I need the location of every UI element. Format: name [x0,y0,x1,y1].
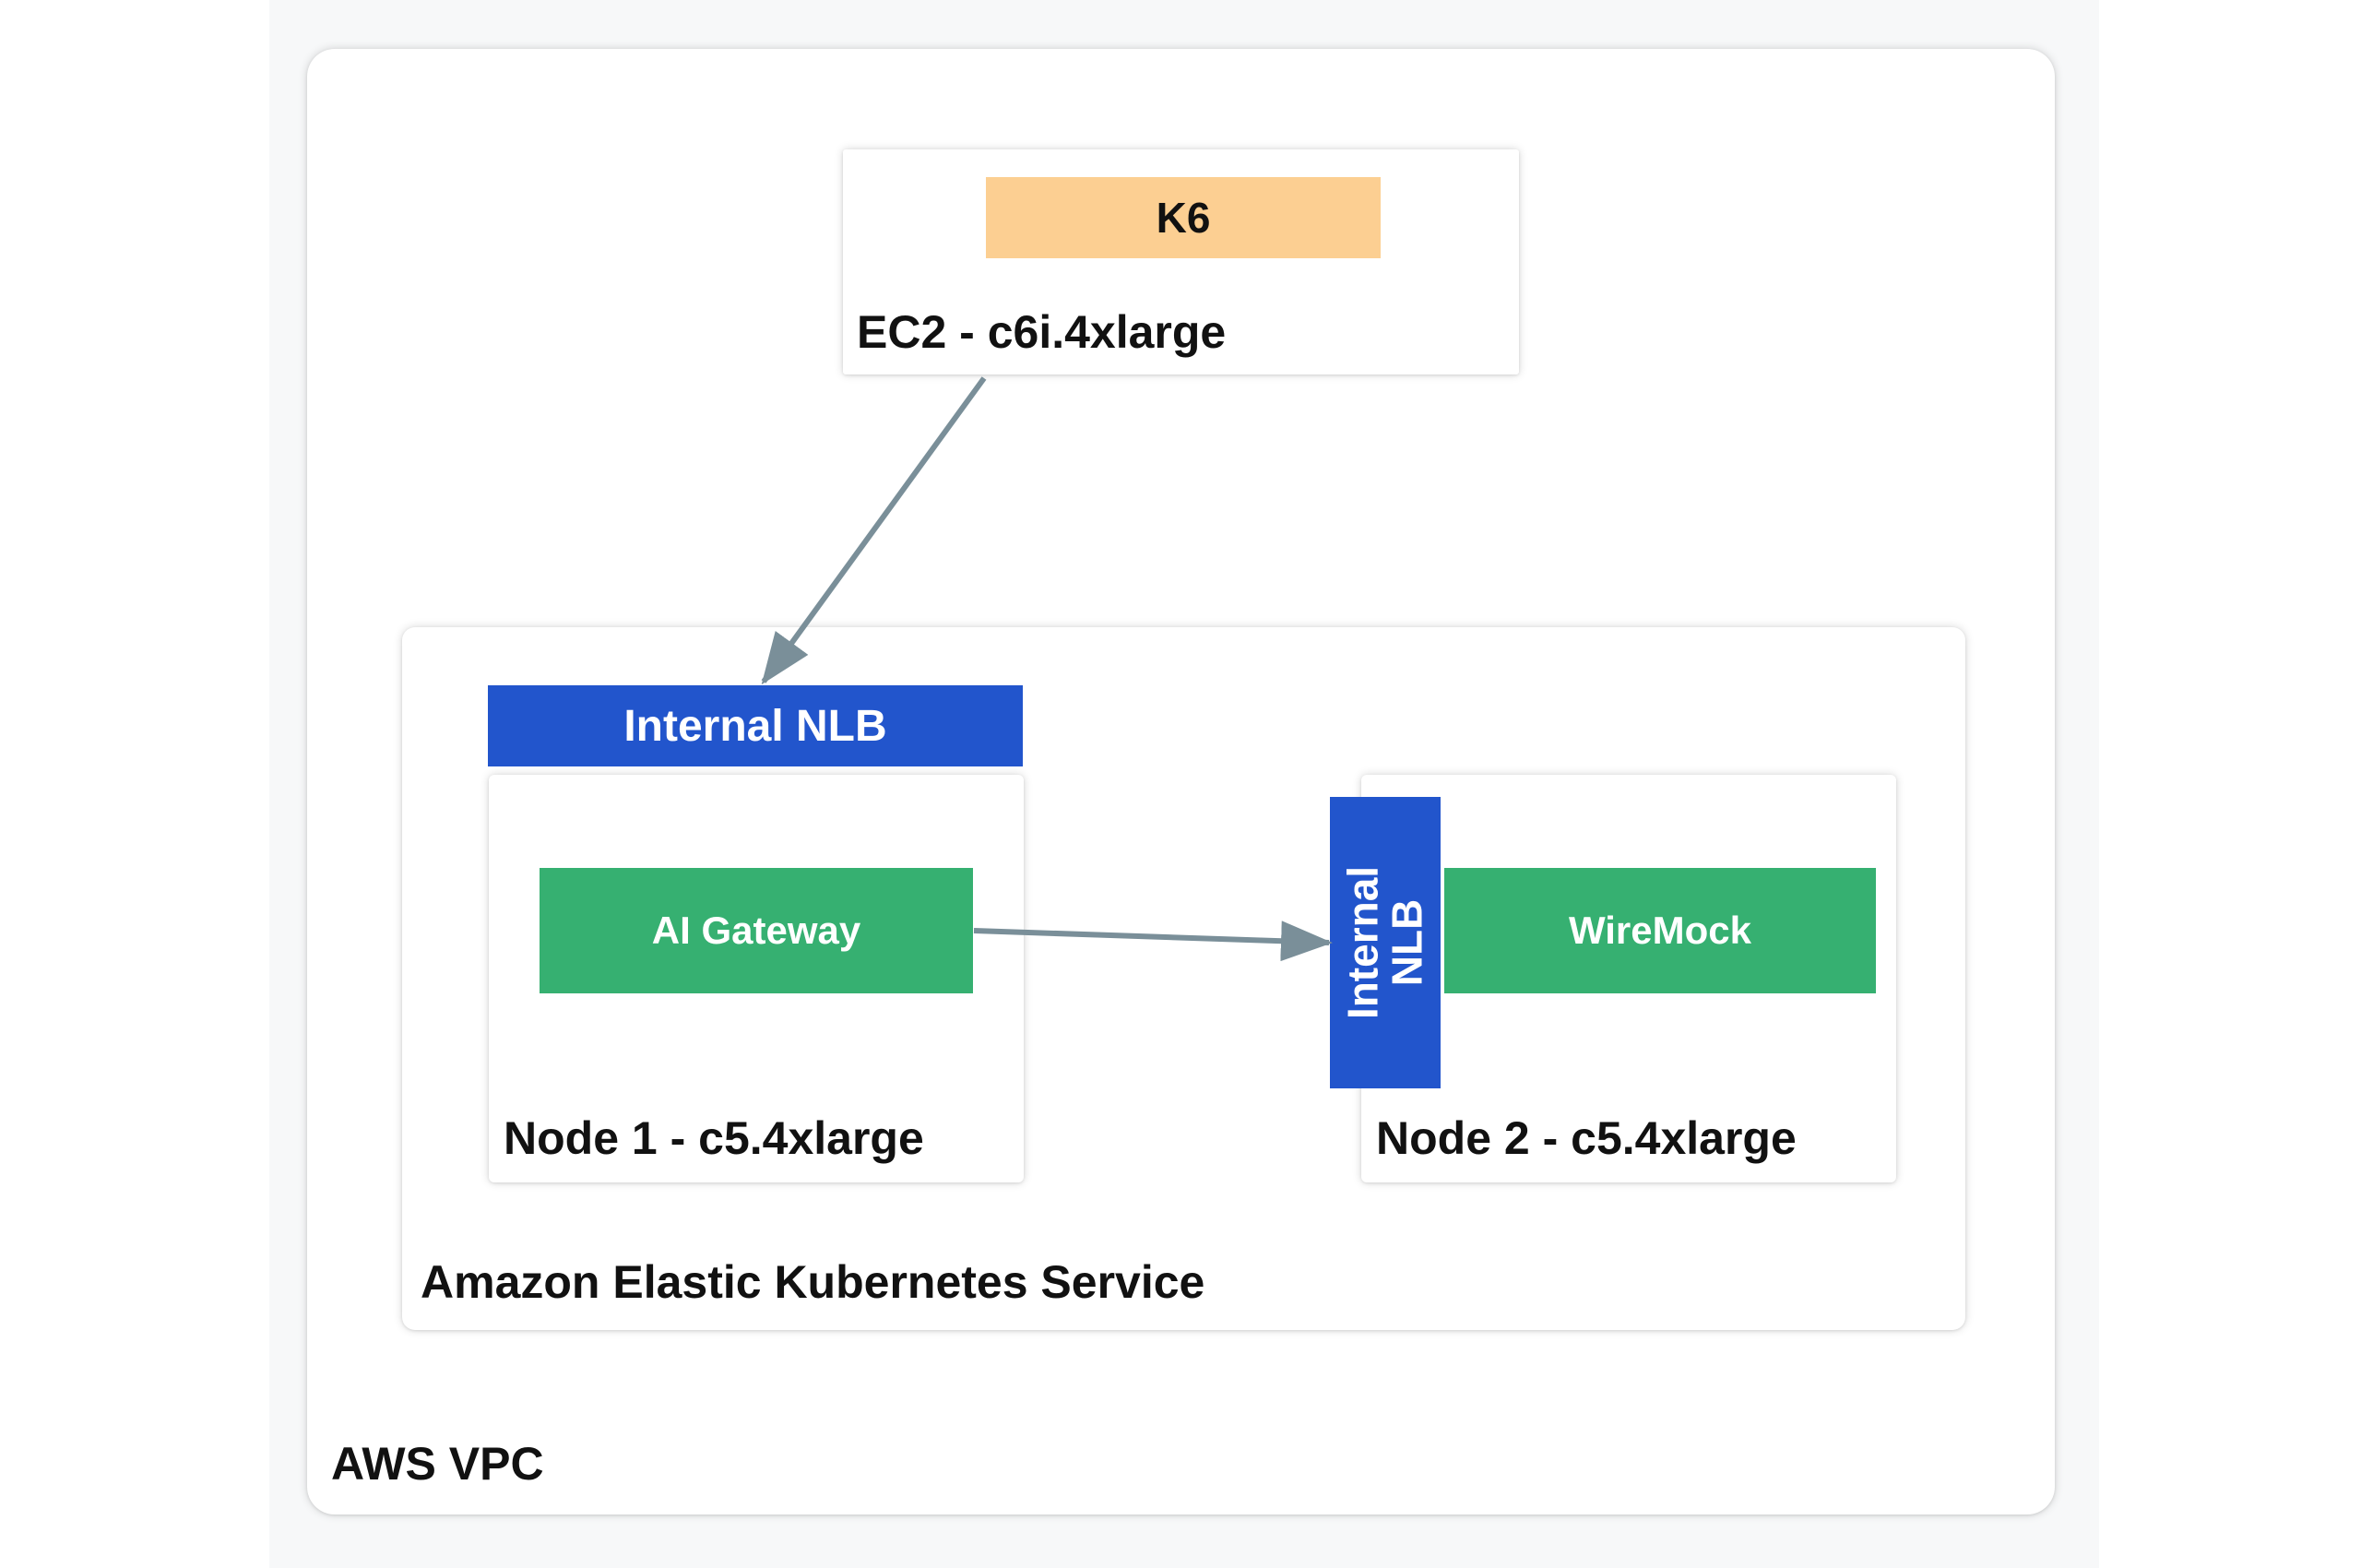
eks-cluster-label: Amazon Elastic Kubernetes Service [421,1256,1205,1308]
k6-block: K6 [986,177,1381,258]
internal-nlb-node-2: Internal NLB [1330,797,1441,1088]
wiremock-block: WireMock [1444,868,1876,993]
ec2-instance-label: EC2 - c6i.4xlarge [857,306,1227,358]
internal-nlb-node-1: Internal NLB [488,685,1023,766]
node-2-label: Node 2 - c5.4xlarge [1376,1112,1797,1164]
ai-gateway-block: AI Gateway [540,868,973,993]
aws-vpc-label: AWS VPC [331,1438,544,1490]
node-1-label: Node 1 - c5.4xlarge [504,1112,924,1164]
internal-nlb-node-2-label: Internal NLB [1338,865,1431,1020]
